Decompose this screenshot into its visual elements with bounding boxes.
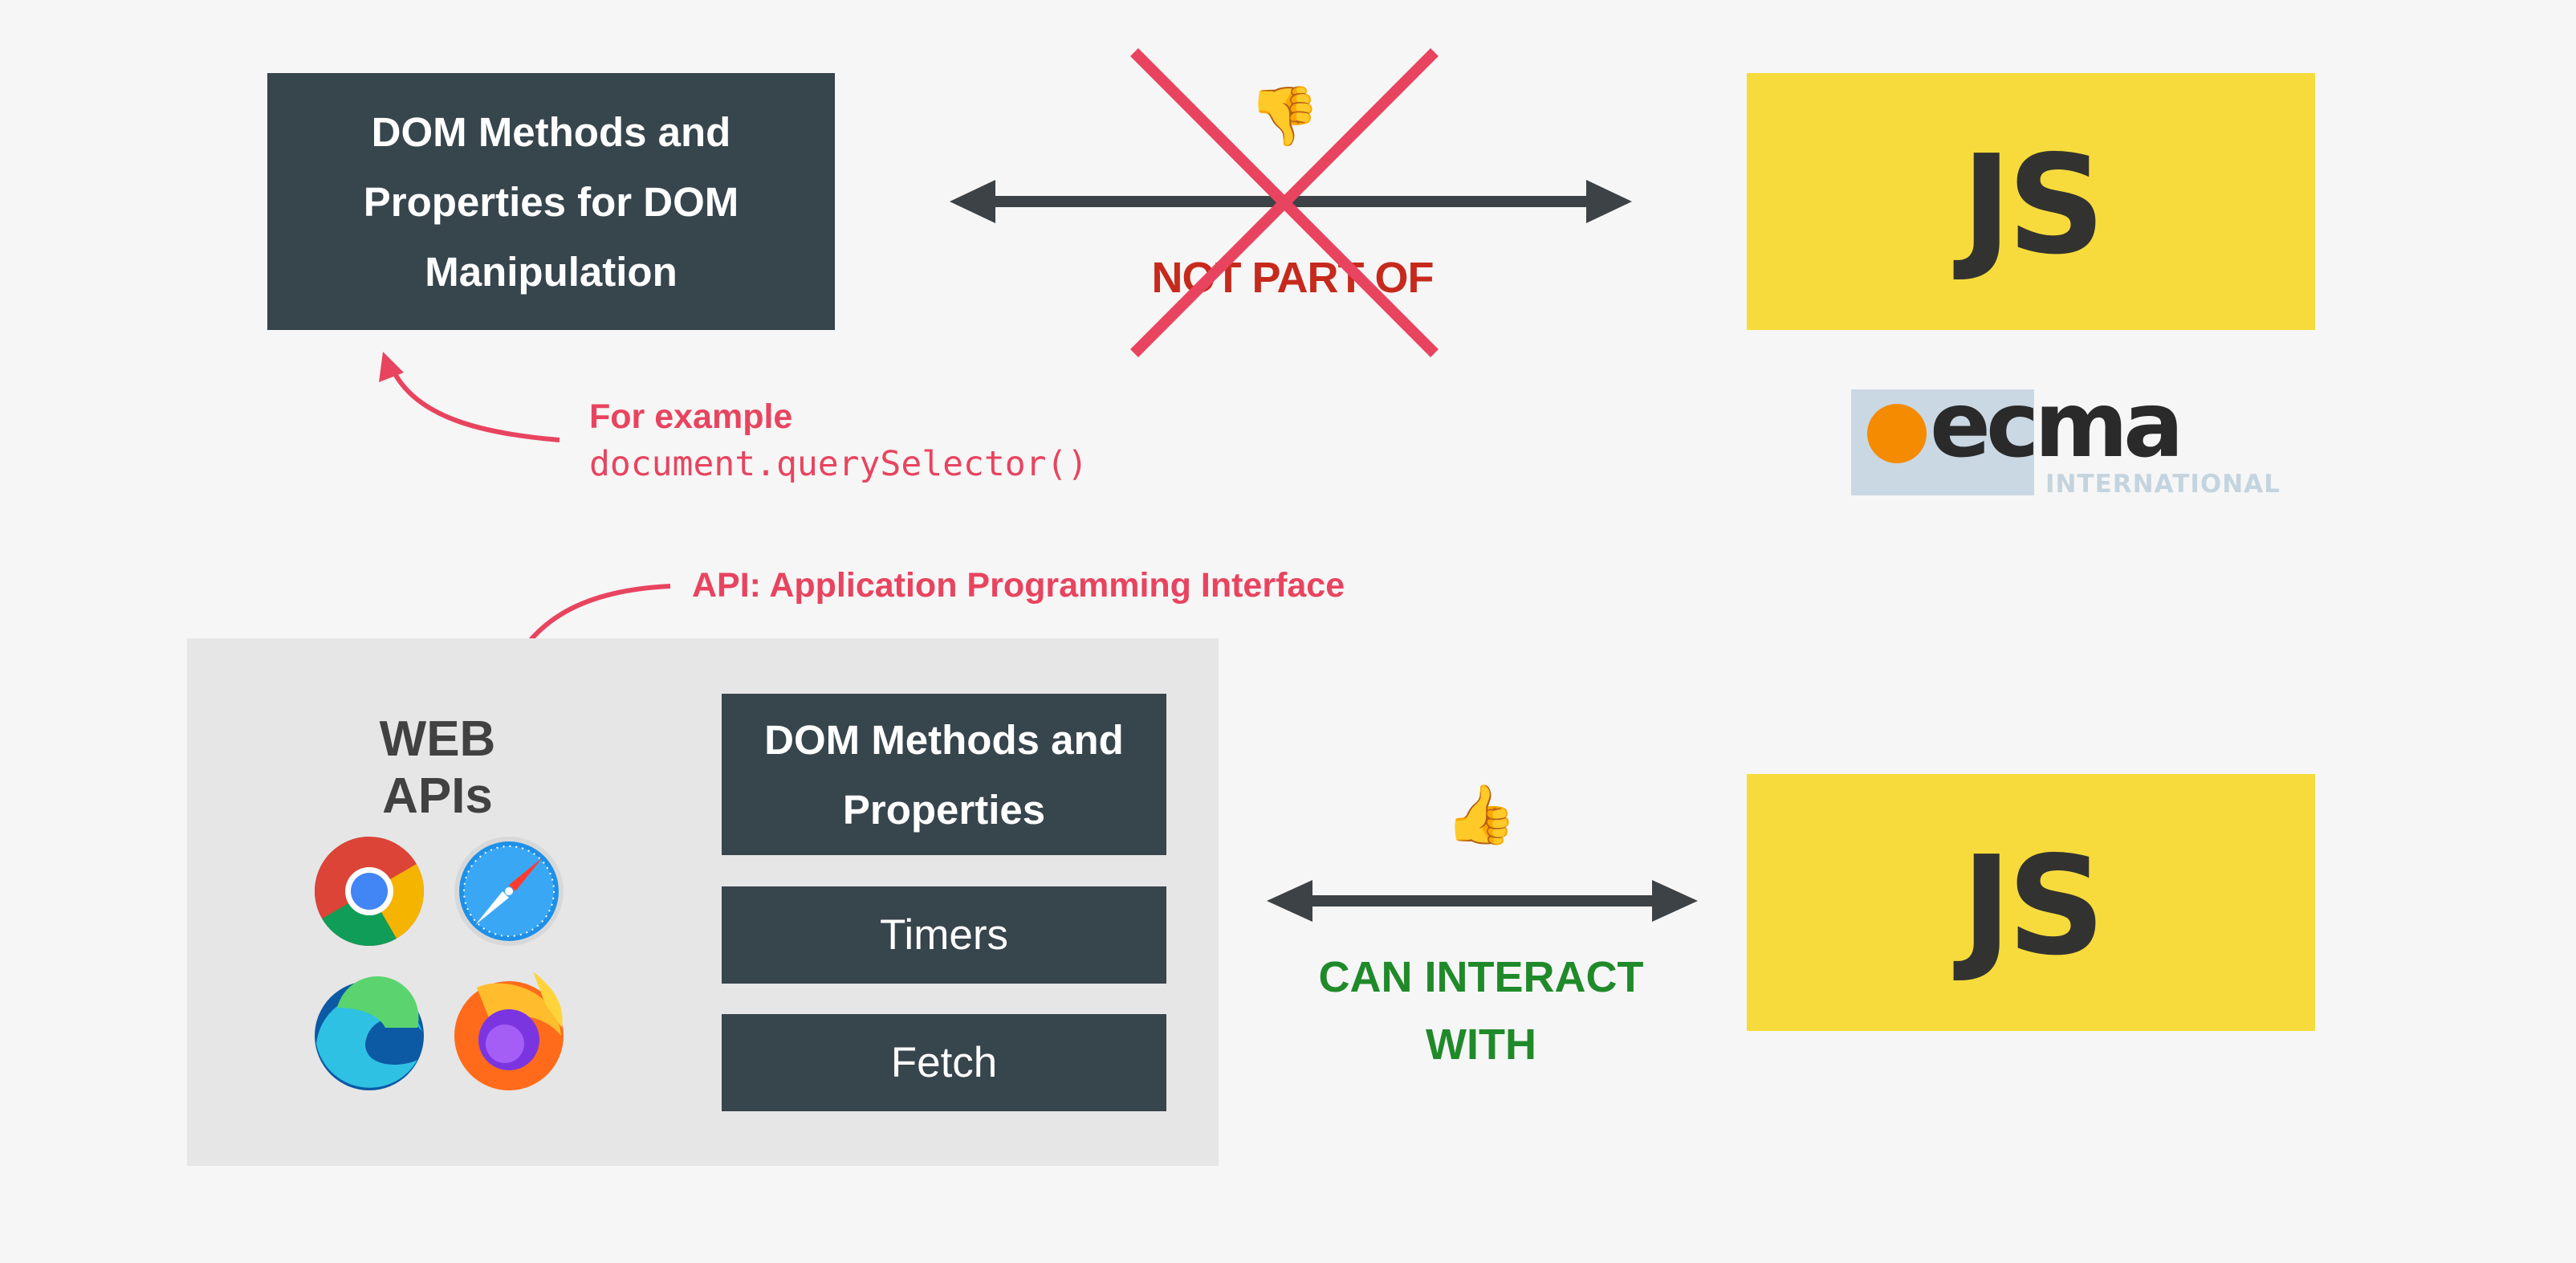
api-item-timers: Timers: [722, 886, 1166, 984]
api-item-fetch: Fetch: [722, 1014, 1166, 1111]
thumbs-down-icon: 👎: [1248, 84, 1321, 149]
dom-methods-box-label: DOM Methods and Properties for DOM Manip…: [363, 108, 739, 295]
ecma-logo-word: ecma: [1930, 373, 2184, 478]
ecma-logo-subword: INTERNATIONAL: [2045, 470, 2281, 499]
example-code: document.querySelector(): [589, 444, 1089, 484]
js-logo-text: JS: [1961, 126, 2106, 285]
js-logo-text-bottom: JS: [1961, 827, 2106, 986]
js-box-bottom: JS: [1747, 774, 2315, 1031]
api-item-timers-label: Timers: [880, 911, 1008, 959]
js-box-top: JS: [1747, 73, 2315, 330]
example-label: For example: [589, 397, 793, 436]
dom-methods-box: DOM Methods and Properties for DOM Manip…: [267, 73, 835, 330]
api-note: API: Application Programming Interface: [692, 566, 1345, 605]
safari-icon: [454, 837, 564, 946]
web-apis-title: WEB APIs: [379, 711, 496, 824]
can-interact-label: CAN INTERACT WITH: [1318, 953, 1644, 1069]
edge-icon: [315, 976, 424, 1090]
ecma-logo-dot: [1867, 404, 1927, 463]
api-item-dom: DOM Methods and Properties: [722, 694, 1166, 855]
api-item-fetch-label: Fetch: [890, 1039, 998, 1086]
bottom-double-arrow: [1267, 880, 1698, 922]
ecma-international-logo: ecma INTERNATIONAL: [1851, 373, 2280, 499]
thumbs-up-icon: 👍: [1445, 783, 1517, 847]
api-item-dom-label: DOM Methods and Properties: [764, 716, 1124, 833]
cross-out-icon: [1130, 48, 1439, 357]
firefox-icon: [454, 972, 564, 1090]
browser-icons: [314, 837, 564, 1090]
chrome-icon: [314, 837, 425, 947]
example-curve-arrow: [379, 352, 560, 442]
